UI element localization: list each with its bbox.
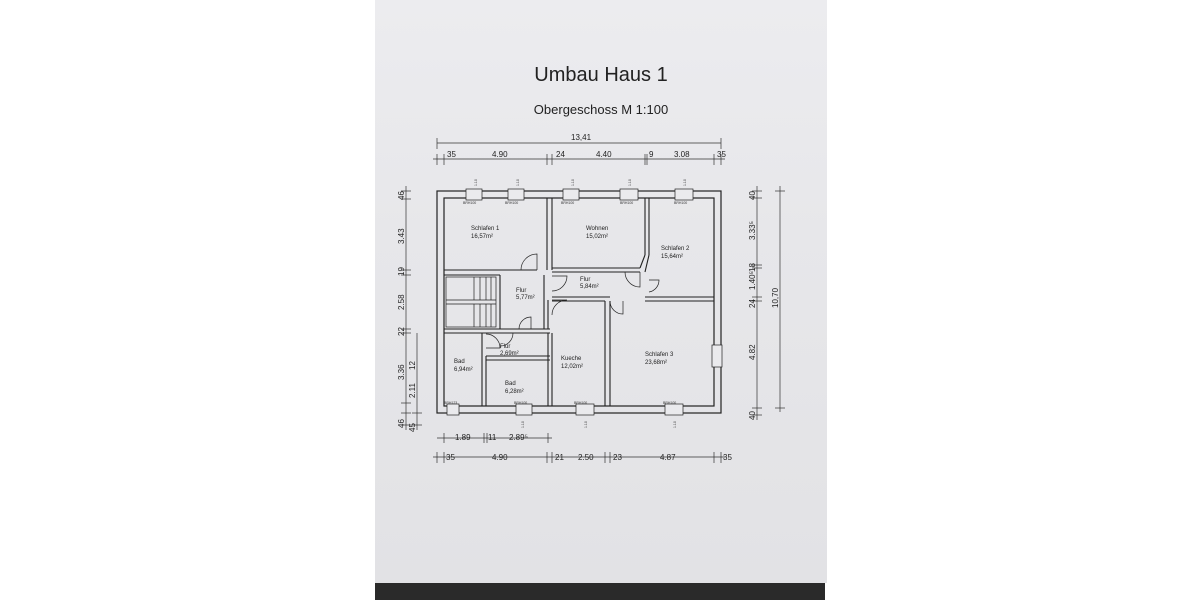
dim-left-3: 19 (397, 267, 406, 276)
window-size: 1.10 (516, 179, 520, 186)
dim-bottom-5: 23 (613, 453, 622, 462)
room-area-schlafen3: 23,68m² (645, 360, 667, 366)
dim-bottom-2: 4.90 (492, 453, 508, 462)
window-label: BRH100 (663, 401, 676, 405)
dim-bottom-7: 35 (723, 453, 732, 462)
room-area-wohnen: 15,02m² (586, 234, 608, 240)
dim-bottom-1: 35 (446, 453, 455, 462)
windows (446, 188, 723, 416)
dim-top-3: 24 (556, 150, 565, 159)
window-size: 1.10 (474, 179, 478, 186)
room-name-flur-mid: Flur (516, 288, 526, 294)
dim-left-10: 45 (408, 423, 417, 432)
plan-title: Umbau Haus 1 (534, 64, 668, 86)
room-area-kueche: 12,02m² (561, 364, 583, 370)
dim-left-8: 12 (408, 361, 417, 370)
dim-bottom-inner-1: 1.89 (455, 433, 471, 442)
room-area-schlafen2: 15,64m² (661, 254, 683, 260)
dim-top-total: 13,41 (571, 133, 592, 142)
window-size: 1.10 (628, 179, 632, 186)
room-area-flur-small: 2,69m² (500, 351, 519, 357)
dim-top-7: 35 (717, 150, 726, 159)
dim-left-6: 3.36 (397, 364, 406, 380)
dim-left-4: 2.58 (397, 294, 406, 310)
window-label: BRH100 (574, 401, 587, 405)
dim-left-2: 3.43 (397, 228, 406, 244)
outer-walls (436, 190, 722, 414)
paper-sheet (375, 0, 827, 583)
dim-right-7: 40 (748, 411, 757, 420)
window-size: 1.10 (584, 421, 588, 428)
window-size: 1.10 (673, 421, 677, 428)
window-label: BRH100 (620, 201, 633, 205)
dim-top-4: 4.40 (596, 150, 612, 159)
window-label: BRH100 (514, 401, 527, 405)
door-swings (485, 253, 660, 349)
dim-top-2: 4.90 (492, 150, 508, 159)
room-area-flur-mid: 5,77m² (516, 295, 535, 301)
dim-right-6: 4.82 (748, 344, 757, 360)
dim-bottom-6: 4.87 (660, 453, 676, 462)
dim-left-9: 2.11 (408, 382, 417, 398)
dim-right-4: 1.40⁵ (748, 271, 757, 290)
room-area-schlafen1: 16,57m² (471, 234, 493, 240)
dim-right-5: 24 (748, 299, 757, 308)
window-label: BRH100 (463, 201, 476, 205)
dim-right-3: 18 (748, 263, 757, 272)
dim-right-2: 3.33⁵ (748, 221, 757, 240)
staircase (445, 276, 497, 328)
room-name-schlafen2: Schlafen 2 (661, 246, 690, 252)
dim-bottom-inner-3: 2.89⁵ (509, 433, 528, 442)
window-size: 1.10 (683, 179, 687, 186)
dim-left-7: 46 (397, 419, 406, 428)
window-label: BRH100 (505, 201, 518, 205)
dimension-lines (401, 138, 785, 463)
dim-bottom-4: 2.50 (578, 453, 594, 462)
window-size: 1.10 (521, 421, 525, 428)
dim-left-5: 22 (397, 327, 406, 336)
plan-subtitle: Obergeschoss M 1:100 (533, 102, 669, 117)
dim-right-1: 40 (748, 191, 757, 200)
interior-walls (444, 198, 714, 406)
window-label: BRH100 (561, 201, 574, 205)
room-area-bad-mid: 6,28m² (505, 389, 524, 395)
room-name-schlafen1: Schlafen 1 (471, 226, 500, 232)
window-label: BRH100 (674, 201, 687, 205)
room-name-kueche: Kueche (561, 356, 582, 362)
room-name-flur-small: Flur (500, 344, 510, 350)
window-label: BRH123 (444, 401, 457, 405)
dim-top-6: 3.08 (674, 150, 690, 159)
dim-left-1: 46 (397, 191, 406, 200)
room-name-flur-top: Flur (580, 277, 590, 283)
room-name-wohnen: Wohnen (586, 226, 608, 232)
room-name-bad-left: Bad (454, 359, 465, 365)
dim-right-total: 10,70 (771, 287, 780, 308)
room-name-schlafen3: Schlafen 3 (645, 352, 674, 358)
dim-bottom-inner-2: 11 (488, 433, 497, 442)
room-area-flur-top: 5,84m² (580, 284, 599, 290)
room-name-bad-mid: Bad (505, 381, 516, 387)
room-area-bad-left: 6,94m² (454, 367, 473, 373)
window-size: 1.10 (571, 179, 575, 186)
dim-bottom-3: 21 (555, 453, 564, 462)
dim-top-5: 9 (649, 150, 654, 159)
dim-top-1: 35 (447, 150, 456, 159)
